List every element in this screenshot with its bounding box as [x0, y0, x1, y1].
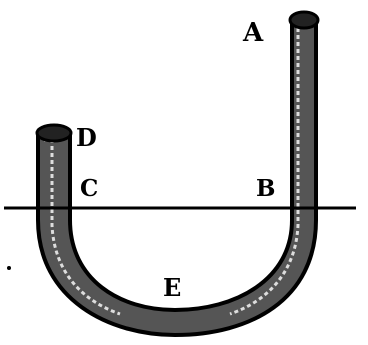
label-b: B	[256, 175, 275, 202]
tube-end-d	[35, 123, 73, 143]
u-tube-right-shading	[229, 28, 300, 316]
label-c: C	[80, 175, 98, 202]
label-a: A	[242, 18, 264, 48]
u-tube-left-shading	[44, 138, 121, 316]
tube-end-a	[288, 10, 320, 30]
u-tube-outer-wall	[36, 18, 318, 337]
label-e: E	[163, 273, 181, 302]
label-d: D	[76, 123, 97, 152]
stray-mark	[7, 266, 11, 270]
